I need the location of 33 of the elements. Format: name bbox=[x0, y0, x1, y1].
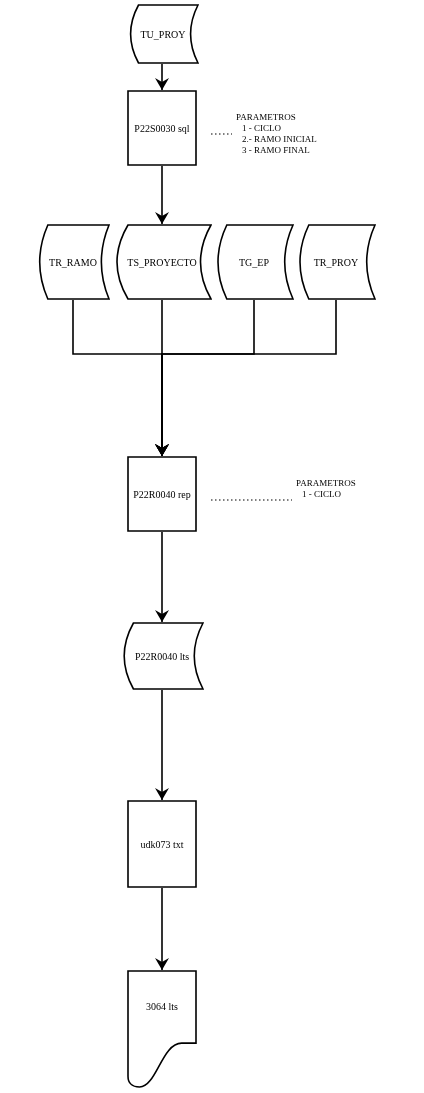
arrow bbox=[155, 887, 169, 971]
parameter-item: 1 - CICLO bbox=[301, 489, 341, 500]
arrow bbox=[155, 689, 169, 801]
dotted-connector bbox=[210, 133, 233, 135]
node-label: TR_RAMO bbox=[49, 255, 97, 270]
arrow bbox=[155, 165, 169, 225]
process-box bbox=[127, 800, 197, 888]
arrow bbox=[155, 63, 169, 91]
arrow bbox=[155, 531, 169, 623]
node-label: TS_PROYECTO bbox=[127, 255, 197, 270]
stored-data-shape bbox=[214, 224, 294, 300]
parameter-item: 1 - CICLO bbox=[241, 123, 281, 134]
arrow bbox=[155, 299, 337, 457]
node-label: TU_PROY bbox=[140, 27, 186, 42]
stored-data-shape bbox=[296, 224, 376, 300]
node-label: 3064 lts bbox=[146, 1000, 178, 1015]
stored-data-shape bbox=[36, 224, 110, 300]
node-label: P22S0030 sql bbox=[134, 121, 190, 136]
node-label: P22R0040 lts bbox=[134, 649, 190, 664]
node-label: udk073 txt bbox=[140, 837, 184, 852]
parameter-item: 2.- RAMO INICIAL bbox=[241, 134, 317, 145]
parameter-heading: PARAMETROS bbox=[296, 478, 356, 489]
parameter-heading: PARAMETROS bbox=[236, 112, 296, 123]
process-box bbox=[127, 90, 197, 166]
process-box bbox=[127, 456, 197, 532]
stored-data-shape bbox=[120, 622, 204, 690]
stored-data-shape bbox=[127, 4, 199, 64]
parameter-item: 3 - RAMO FINAL bbox=[241, 145, 310, 156]
node-label: P22R0040 rep bbox=[133, 487, 191, 502]
dotted-connector bbox=[210, 499, 293, 501]
document-shape bbox=[127, 970, 197, 1088]
node-label: TR_PROY bbox=[313, 255, 359, 270]
node-label: TG_EP bbox=[239, 255, 269, 270]
